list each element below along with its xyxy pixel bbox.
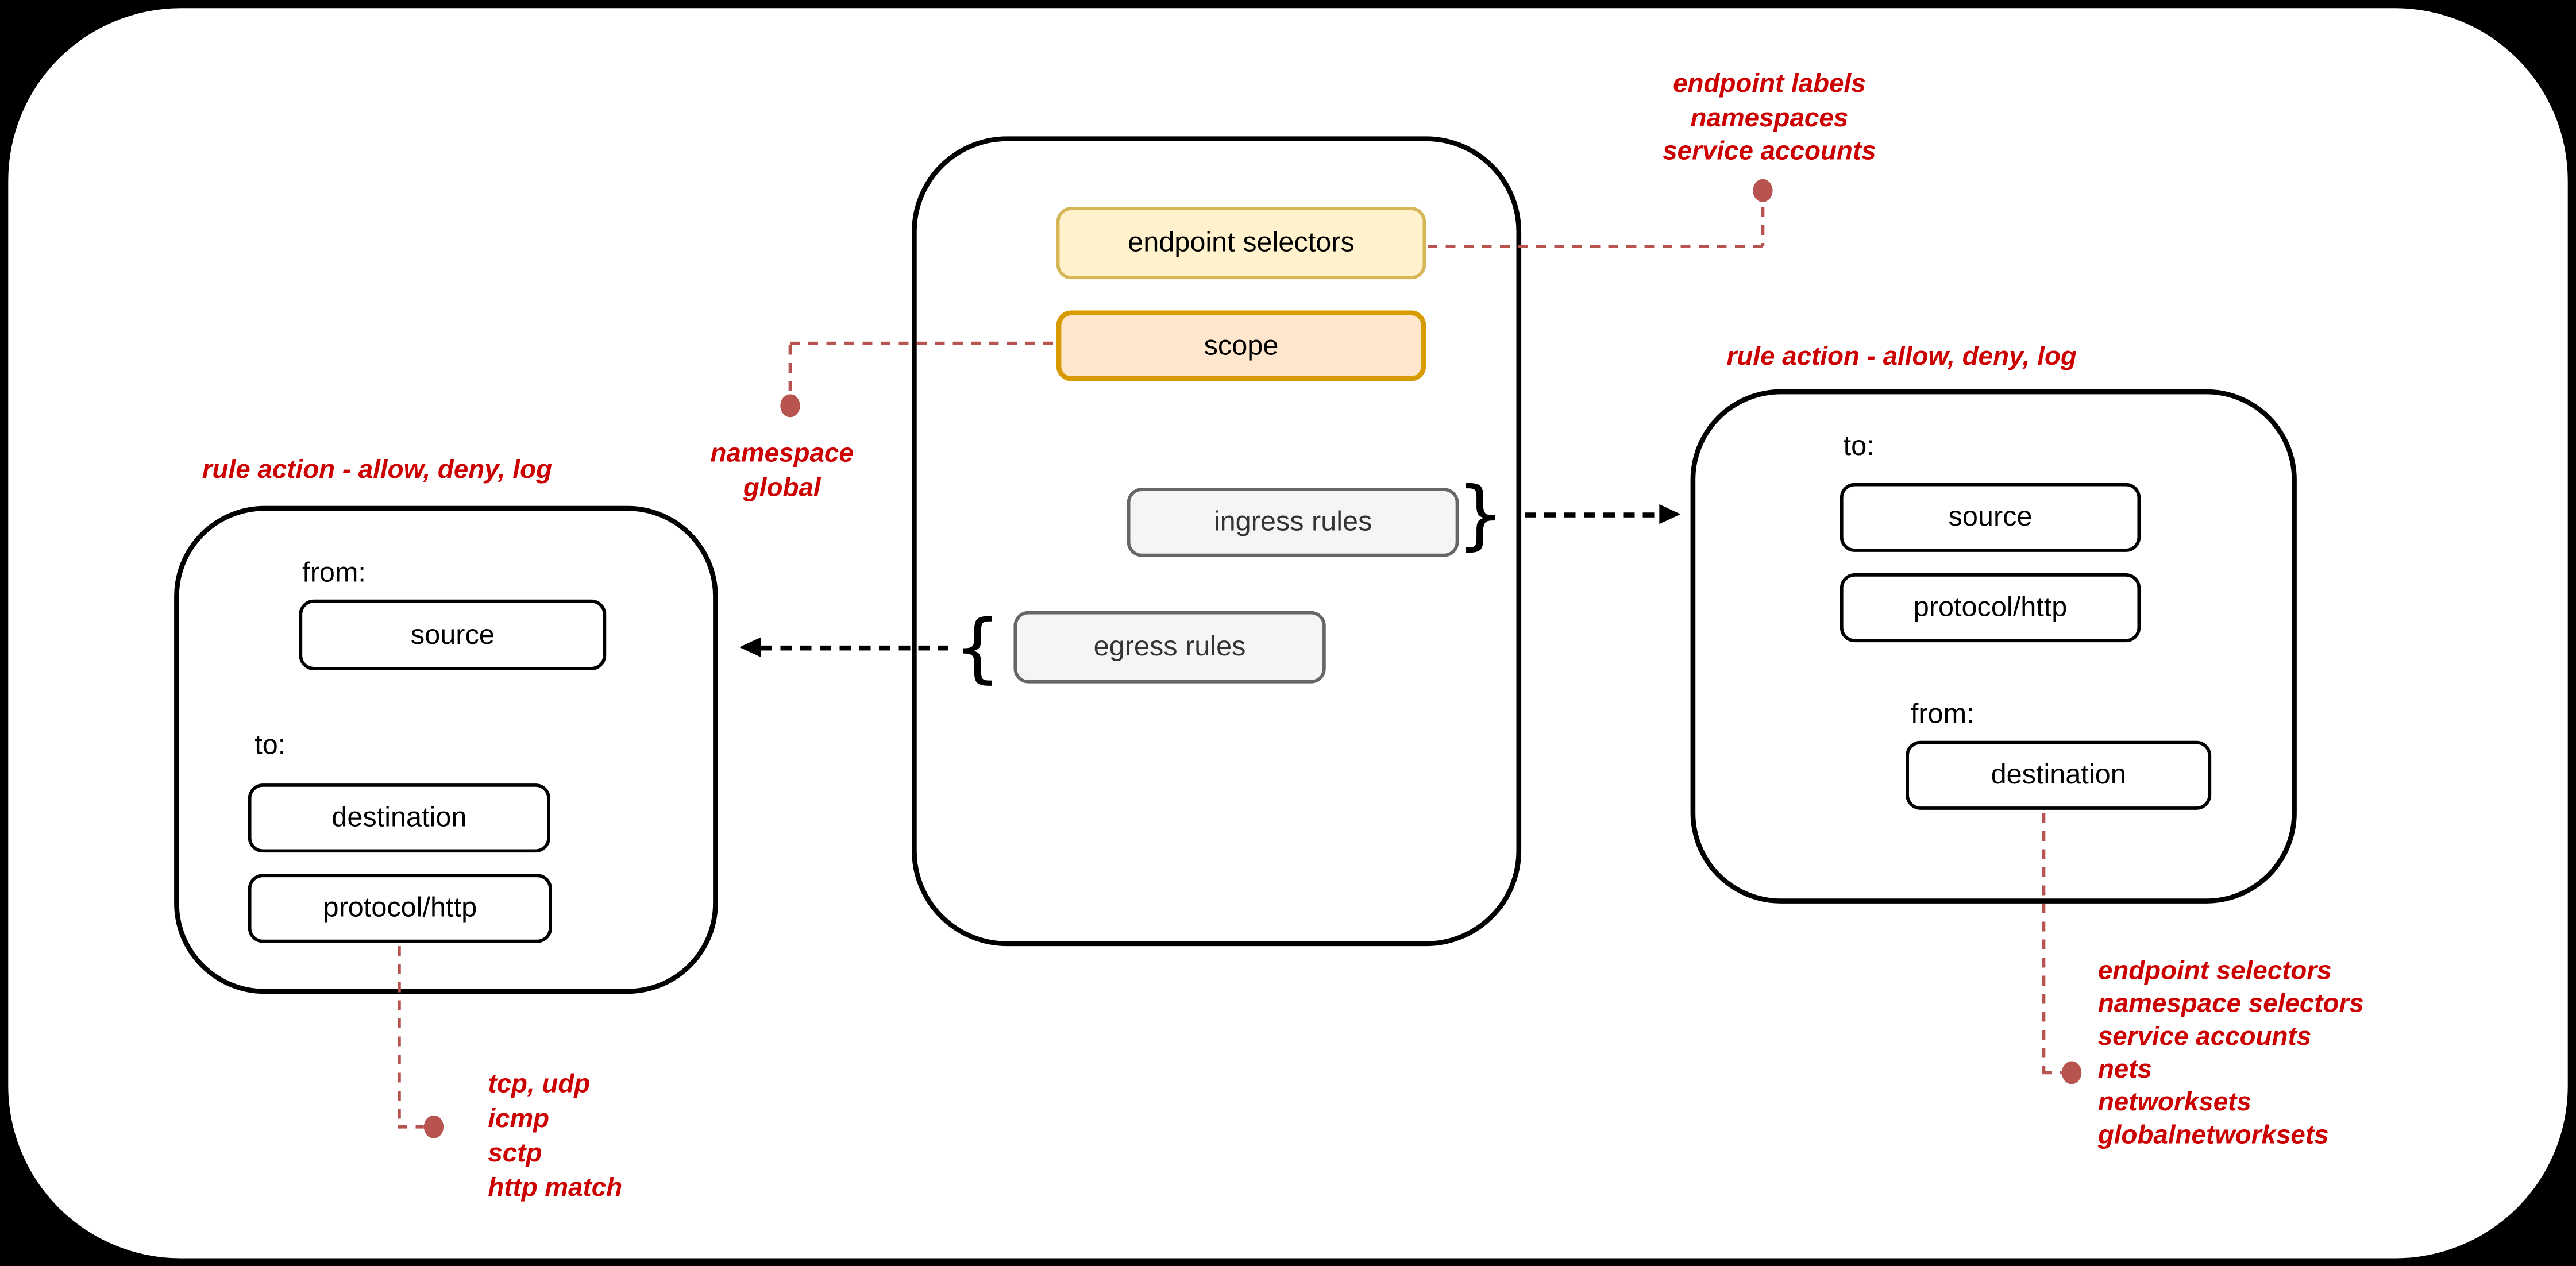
protocol-meta-connector-v: [398, 946, 401, 1127]
annotation-line: endpoint labels: [1673, 70, 1866, 99]
annotation-line: global: [743, 474, 821, 502]
scope-label: scope: [1204, 329, 1279, 361]
egress-brace-icon: {: [954, 603, 1001, 692]
egress-destination-label: destination: [331, 801, 467, 833]
endpoint-meta-connector-v: [1761, 207, 1765, 246]
ingress-source-label: source: [1948, 501, 2033, 532]
annotation-line: namespace selectors: [2097, 990, 2364, 1019]
endpoint-selectors-label: endpoint selectors: [1128, 226, 1355, 258]
annotation-line: namespaces: [1690, 104, 1849, 133]
scope-meta-connector-v: [788, 345, 792, 391]
egress-rules-label: egress rules: [1093, 631, 1246, 662]
ingress-rules-label: ingress rules: [1213, 505, 1372, 538]
ingress-protocol-label: protocol/http: [1913, 591, 2068, 623]
ingress-brace-icon: }: [1457, 469, 1503, 559]
endpoint-selectors-box: endpoint selectors: [1056, 207, 1426, 280]
egress-protocol-label: protocol/http: [323, 891, 477, 924]
ingress-rule-panel: [1690, 389, 2297, 904]
ingress-protocol-box: protocol/http: [1840, 573, 2141, 643]
scope-box: scope: [1056, 310, 1426, 381]
endpoint-meta-annotation: endpoint labels namespaces service accou…: [1638, 69, 1901, 170]
ingress-arrowhead-icon: [1659, 504, 1681, 524]
egress-protocol-box: protocol/http: [248, 874, 552, 943]
annotation-line: namespace: [710, 440, 854, 469]
annotation-line: endpoint selectors: [2097, 958, 2332, 986]
destination-meta-annotation: endpoint selectors namespace selectors s…: [2098, 956, 2364, 1153]
protocol-meta-connector-h: [398, 1125, 424, 1129]
protocol-meta-dot: [423, 1115, 444, 1138]
destination-meta-dot: [2061, 1061, 2082, 1084]
ingress-source-box: source: [1840, 483, 2141, 552]
ingress-rules-box: ingress rules: [1127, 488, 1459, 557]
annotation-line: service accounts: [2097, 1023, 2312, 1052]
scope-meta-annotation: namespace global: [667, 439, 897, 506]
annotation-line: icmp: [488, 1105, 550, 1134]
ingress-destination-box: destination: [1906, 740, 2212, 810]
scope-meta-dot: [780, 394, 800, 418]
annotation-line: networksets: [2097, 1089, 2251, 1117]
egress-from-label: from:: [302, 557, 366, 588]
ingress-to-label: to:: [1843, 430, 1875, 462]
egress-arrow-line: [761, 645, 948, 650]
protocol-meta-annotation: tcp, udp icmp sctp http match: [488, 1068, 622, 1206]
egress-to-label: to:: [254, 729, 286, 761]
annotation-line: tcp, udp: [488, 1071, 591, 1099]
ingress-destination-label: destination: [1991, 759, 2126, 790]
egress-source-box: source: [299, 599, 607, 670]
egress-source-label: source: [410, 618, 495, 650]
annotation-line: globalnetworksets: [2097, 1122, 2329, 1150]
egress-panel-title: rule action - allow, deny, log: [202, 456, 553, 485]
annotation-line: http match: [488, 1174, 623, 1203]
ingress-panel-title: rule action - allow, deny, log: [1726, 343, 2077, 372]
egress-destination-box: destination: [248, 783, 550, 853]
annotation-line: sctp: [488, 1140, 542, 1168]
endpoint-meta-dot: [1753, 179, 1773, 202]
egress-rules-box: egress rules: [1013, 611, 1326, 684]
annotation-line: nets: [2097, 1056, 2152, 1084]
destination-meta-connector-v: [2042, 813, 2046, 1071]
endpoint-meta-connector-h: [1428, 245, 1765, 248]
destination-meta-connector-h: [2042, 1071, 2062, 1075]
egress-arrowhead-icon: [739, 637, 761, 657]
scope-meta-connector-h: [790, 341, 1056, 345]
ingress-arrow-line: [1524, 512, 1663, 517]
annotation-line: service accounts: [1663, 138, 1876, 166]
ingress-from-label: from:: [1910, 698, 1975, 730]
